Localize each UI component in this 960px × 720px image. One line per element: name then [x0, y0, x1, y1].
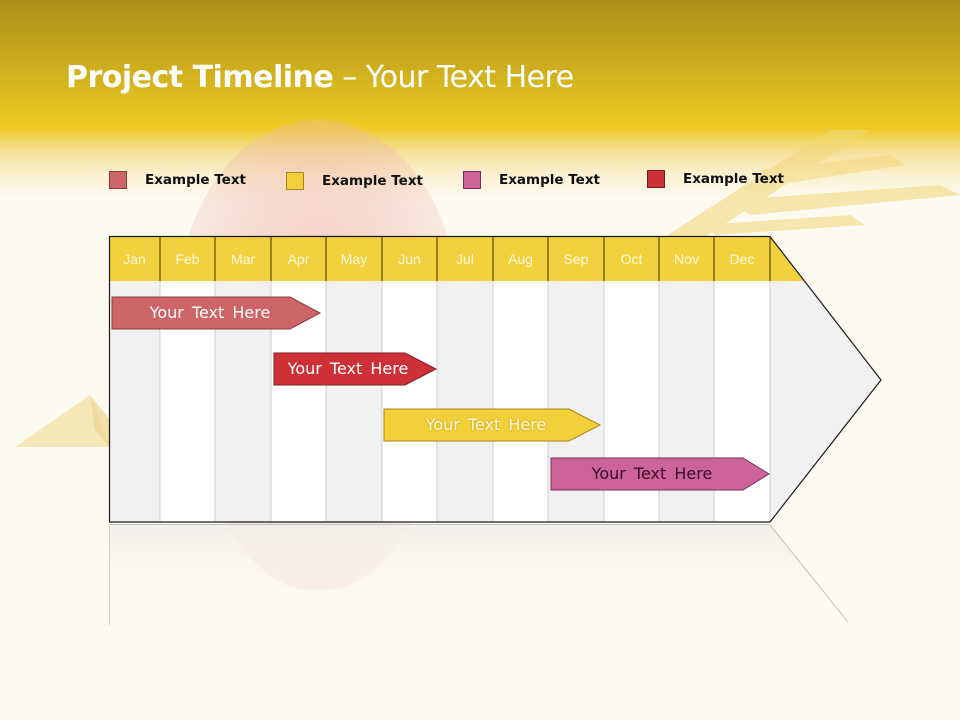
- title-subtitle: – Your Text Here: [333, 60, 574, 95]
- legend-swatch-icon: [109, 171, 127, 189]
- task-bar-4: [550, 457, 770, 491]
- legend-label: Example Text: [145, 172, 246, 188]
- legend-item-1: Example Text: [109, 171, 246, 189]
- legend-label: Example Text: [683, 171, 784, 187]
- title-bold: Project Timeline: [66, 60, 334, 95]
- month-header-feb: Feb: [175, 251, 200, 267]
- task-label-2[interactable]: Your Text Here: [287, 359, 409, 378]
- legend-swatch-icon: [647, 170, 665, 188]
- month-header-nov: Nov: [674, 251, 699, 267]
- month-header-may: May: [340, 251, 368, 267]
- month-header-dec: Dec: [729, 251, 755, 267]
- month-header-mar: Mar: [230, 251, 256, 267]
- arrow-tip-graphic: [15, 395, 110, 447]
- month-header-aug: Aug: [508, 251, 533, 267]
- month-header-jul: Jul: [456, 251, 474, 267]
- page-title: Project Timeline – Your Text Here: [66, 60, 574, 95]
- legend-item-4: Example Text: [647, 170, 784, 188]
- legend-swatch-icon: [463, 171, 481, 189]
- legend-item-3: Example Text: [463, 171, 600, 189]
- month-header-jan: Jan: [123, 251, 146, 267]
- legend-label: Example Text: [499, 172, 600, 188]
- task-label-4[interactable]: Your Text Here: [591, 464, 713, 483]
- month-header-jun: Jun: [398, 251, 421, 267]
- month-header-sep: Sep: [563, 251, 589, 267]
- task-bar-1: [111, 296, 322, 330]
- month-header-oct: Oct: [620, 251, 643, 267]
- task-bar-3: [383, 408, 602, 442]
- legend-swatch-icon: [286, 172, 304, 190]
- legend-item-2: Example Text: [286, 172, 423, 190]
- arrow-feather-graphic: [660, 130, 960, 240]
- task-label-3[interactable]: Your Text Here: [425, 415, 547, 434]
- month-columns: [109, 281, 770, 522]
- task-label-1[interactable]: Your Text Here: [149, 303, 271, 322]
- task-bar-2: [273, 352, 438, 386]
- month-header-apr: Apr: [287, 251, 310, 267]
- legend-label: Example Text: [322, 173, 423, 189]
